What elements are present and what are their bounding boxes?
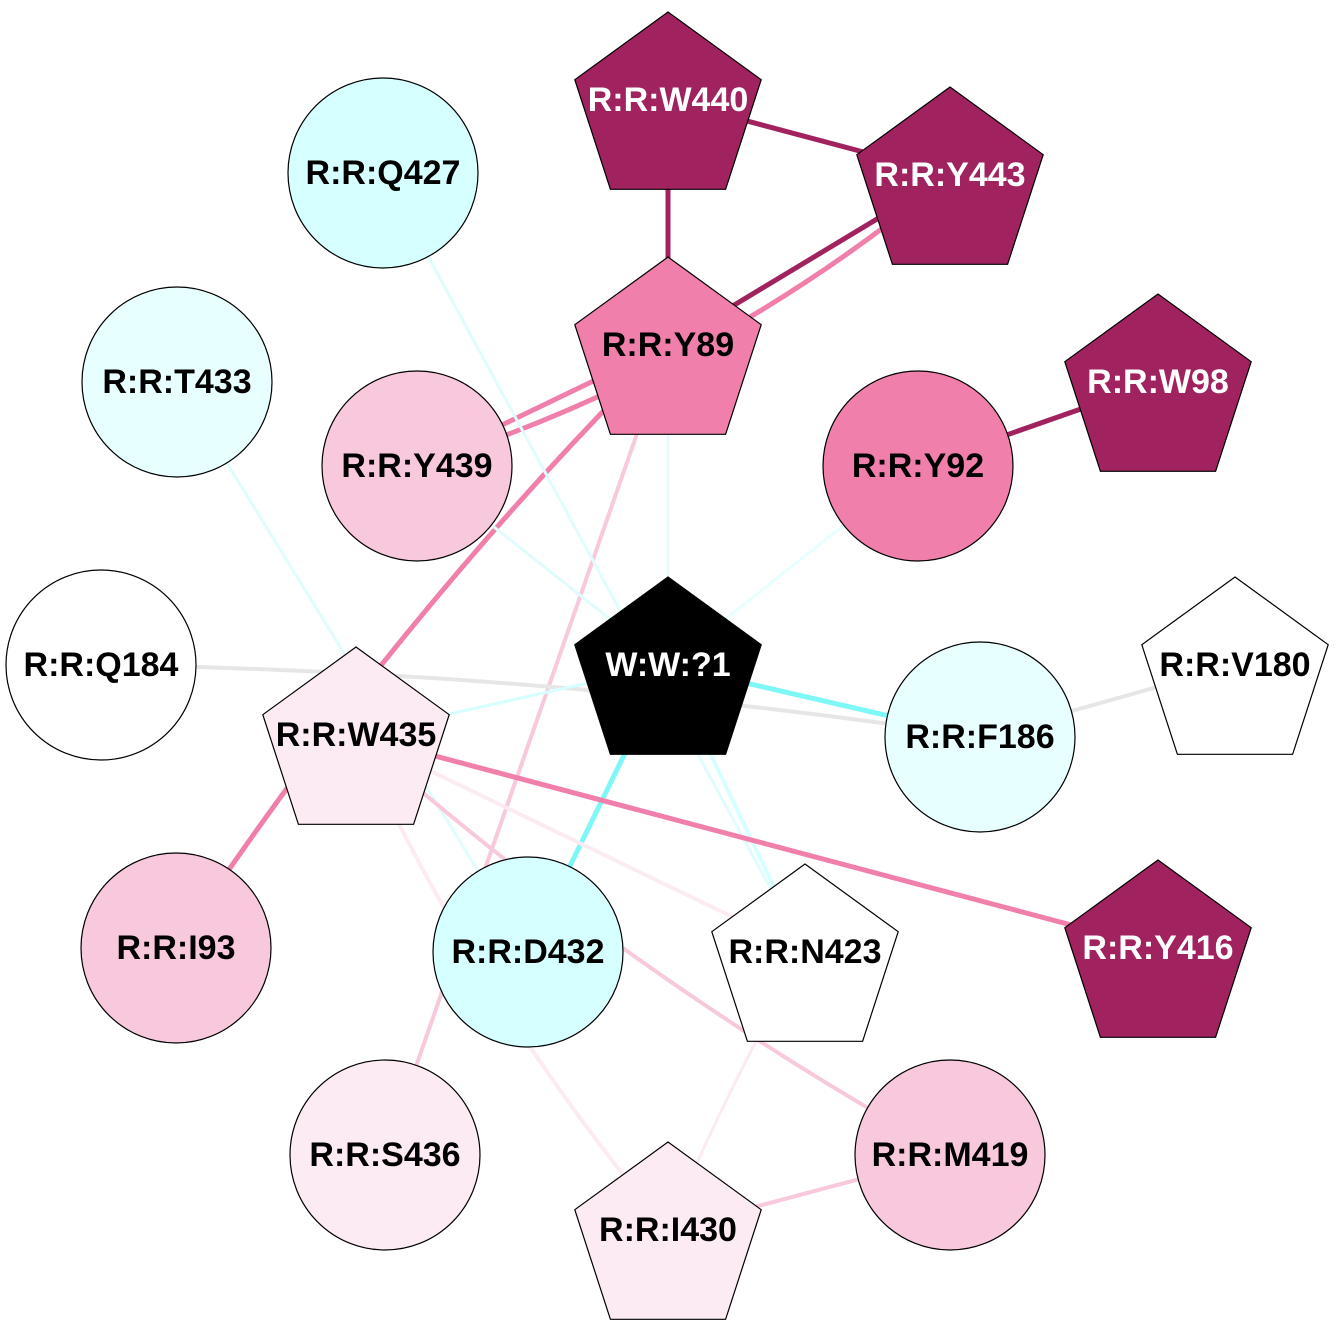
- node-label: R:R:W98: [1087, 363, 1229, 401]
- node-label: R:R:T433: [102, 363, 251, 401]
- node-s436[interactable]: R:R:S436: [289, 1059, 481, 1251]
- node-i430[interactable]: R:R:I430: [574, 1141, 762, 1320]
- node-v180[interactable]: R:R:V180: [1141, 576, 1329, 755]
- node-circle-shape: [289, 1059, 481, 1251]
- nodes-layer: R:R:W440R:R:Y443R:R:Q427R:R:Y89R:R:T433R…: [5, 11, 1329, 1320]
- node-label: R:R:Y443: [874, 156, 1025, 194]
- node-circle-shape: [321, 370, 513, 562]
- node-circle-shape: [81, 286, 273, 478]
- node-w440[interactable]: R:R:W440: [574, 11, 762, 190]
- node-label: R:R:Y89: [602, 326, 734, 364]
- edge-w435-m419: [354, 733, 952, 1157]
- node-w98[interactable]: R:R:W98: [1064, 293, 1252, 472]
- node-q184[interactable]: R:R:Q184: [5, 569, 197, 761]
- node-label: R:R:S436: [309, 1136, 460, 1174]
- edge-w435-y416: [353, 732, 1161, 951]
- node-label: R:R:Y439: [341, 447, 492, 485]
- node-label: R:R:Y416: [1082, 929, 1233, 967]
- node-m419[interactable]: R:R:M419: [854, 1059, 1046, 1251]
- node-d432[interactable]: R:R:D432: [432, 856, 624, 1048]
- node-pentagon-shape: [574, 256, 762, 435]
- node-circle-shape: [80, 852, 272, 1044]
- node-label: R:R:Q427: [306, 154, 461, 192]
- node-pentagon-shape: [1141, 576, 1329, 755]
- node-label: R:R:Y92: [852, 447, 984, 485]
- node-pentagon-shape: [262, 646, 450, 825]
- edge-y89-i93: [173, 342, 671, 951]
- node-f186[interactable]: R:R:F186: [884, 641, 1076, 833]
- node-t433[interactable]: R:R:T433: [81, 286, 273, 478]
- node-label: R:R:N423: [728, 933, 881, 971]
- node-label: R:R:I93: [116, 929, 235, 967]
- node-pentagon-shape: [574, 1141, 762, 1320]
- node-circle-shape: [884, 641, 1076, 833]
- node-w435[interactable]: R:R:W435: [262, 646, 450, 825]
- node-label: R:R:M419: [872, 1136, 1029, 1174]
- node-label: R:R:W440: [588, 81, 749, 119]
- node-circle-shape: [5, 569, 197, 761]
- node-pentagon-shape: [574, 11, 762, 190]
- node-label: R:R:I430: [599, 1211, 737, 1249]
- node-y92[interactable]: R:R:Y92: [822, 370, 1014, 562]
- node-y416[interactable]: R:R:Y416: [1064, 859, 1252, 1038]
- node-circle-shape: [822, 370, 1014, 562]
- node-y439[interactable]: R:R:Y439: [321, 370, 513, 562]
- node-pentagon-shape: [711, 863, 899, 1042]
- node-q427[interactable]: R:R:Q427: [287, 77, 479, 269]
- edge-y89-s436: [383, 343, 670, 1157]
- node-label: W:W:?1: [605, 646, 730, 684]
- node-i93[interactable]: R:R:I93: [80, 852, 272, 1044]
- node-label: R:R:V180: [1159, 646, 1310, 684]
- node-label: R:R:D432: [451, 933, 604, 971]
- node-pentagon-shape: [574, 576, 762, 755]
- node-circle-shape: [287, 77, 479, 269]
- node-circle-shape: [854, 1059, 1046, 1251]
- node-pentagon-shape: [856, 86, 1044, 265]
- node-pentagon-shape: [1064, 859, 1252, 1038]
- node-y443[interactable]: R:R:Y443: [856, 86, 1044, 265]
- node-n423[interactable]: R:R:N423: [711, 863, 899, 1042]
- node-y89[interactable]: R:R:Y89: [574, 256, 762, 435]
- edge-q184-f186: [99, 663, 982, 739]
- node-label: R:R:W435: [276, 716, 437, 754]
- node-circle-shape: [432, 856, 624, 1048]
- node-label: R:R:Q184: [24, 646, 179, 684]
- node-label: R:R:F186: [905, 718, 1054, 756]
- node-w1[interactable]: W:W:?1: [574, 576, 762, 755]
- node-pentagon-shape: [1064, 293, 1252, 472]
